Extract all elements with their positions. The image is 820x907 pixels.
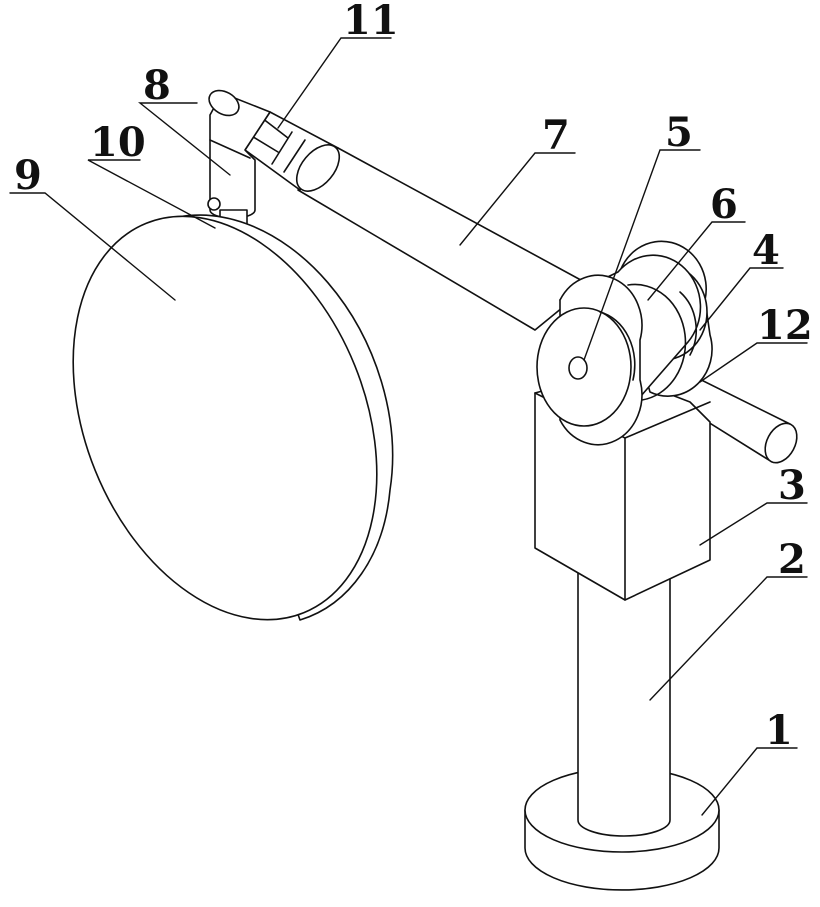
- callout-2: 2: [778, 536, 806, 583]
- callout-10: 10: [90, 119, 146, 166]
- callout-1: 1: [765, 707, 793, 754]
- callout-11: 11: [343, 0, 399, 44]
- callout-7: 7: [542, 112, 570, 159]
- callout-3: 3: [778, 462, 806, 509]
- callout-12: 12: [757, 302, 813, 349]
- callout-4: 4: [752, 227, 780, 274]
- callout-9: 9: [14, 152, 42, 199]
- mirror-disk: [17, 171, 434, 665]
- support-column: [578, 560, 670, 836]
- callout-5: 5: [665, 109, 693, 156]
- callout-6: 6: [710, 181, 738, 228]
- callout-8: 8: [143, 62, 171, 109]
